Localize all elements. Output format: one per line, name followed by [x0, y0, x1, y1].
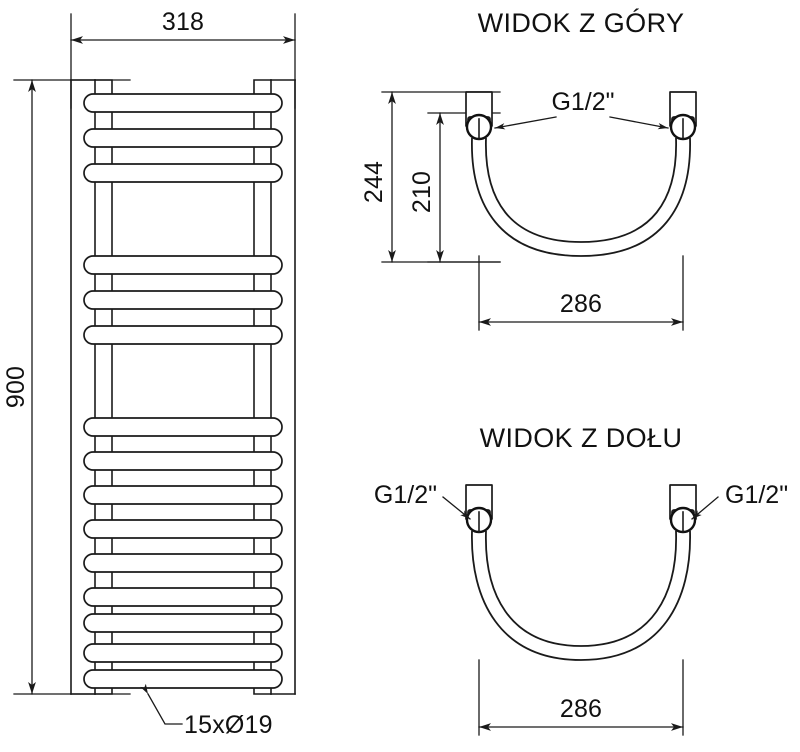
dim-label-286-bottom: 286: [560, 695, 602, 723]
leader-g12-right-top: [609, 116, 669, 130]
rung: [83, 643, 283, 663]
rung: [83, 519, 283, 539]
leader-g12-left-bottom: [442, 496, 471, 520]
u-pipe-inner-top: [485, 137, 677, 243]
rung-group-bottom: [83, 417, 283, 689]
leader-g12-left-top: [494, 116, 557, 130]
leader-g12-right-bottom: [691, 496, 719, 520]
rung: [83, 417, 283, 437]
dim-label-244: 244: [360, 161, 388, 203]
u-pipe-outer-top: [471, 137, 691, 257]
rung-group-middle: [83, 255, 283, 345]
rung: [83, 669, 283, 689]
top-view-group: [381, 91, 697, 331]
rung: [83, 93, 283, 113]
u-pipe-outer-bottom: [471, 530, 691, 661]
dim-label-900: 900: [2, 366, 30, 408]
rung: [83, 255, 283, 275]
rung: [83, 128, 283, 148]
dim-label-318: 318: [162, 8, 204, 36]
rung: [83, 613, 283, 633]
rung-group-top: [83, 93, 283, 183]
rung: [83, 325, 283, 345]
dim-label-210: 210: [408, 171, 436, 213]
rung: [83, 163, 283, 183]
rung: [83, 553, 283, 573]
rung: [83, 290, 283, 310]
bottom-view-group: [442, 484, 719, 736]
rung: [83, 587, 283, 607]
rung: [83, 485, 283, 505]
u-pipe-inner-bottom: [485, 530, 677, 647]
callout-leader-15xD19: [140, 683, 183, 725]
bottom-view-title: WIDOK Z DOŁU: [480, 423, 683, 453]
rung: [83, 451, 283, 471]
thread-label-g12-top: G1/2": [551, 88, 614, 116]
thread-label-g12-right-bottom: G1/2": [725, 481, 788, 509]
top-view-title: WIDOK Z GÓRY: [478, 7, 685, 38]
dim-label-286-top: 286: [560, 290, 602, 318]
callout-label-15xD19: 15xØ19: [184, 711, 273, 739]
front-view-group: [13, 13, 296, 725]
thread-label-g12-left-bottom: G1/2": [374, 481, 437, 509]
